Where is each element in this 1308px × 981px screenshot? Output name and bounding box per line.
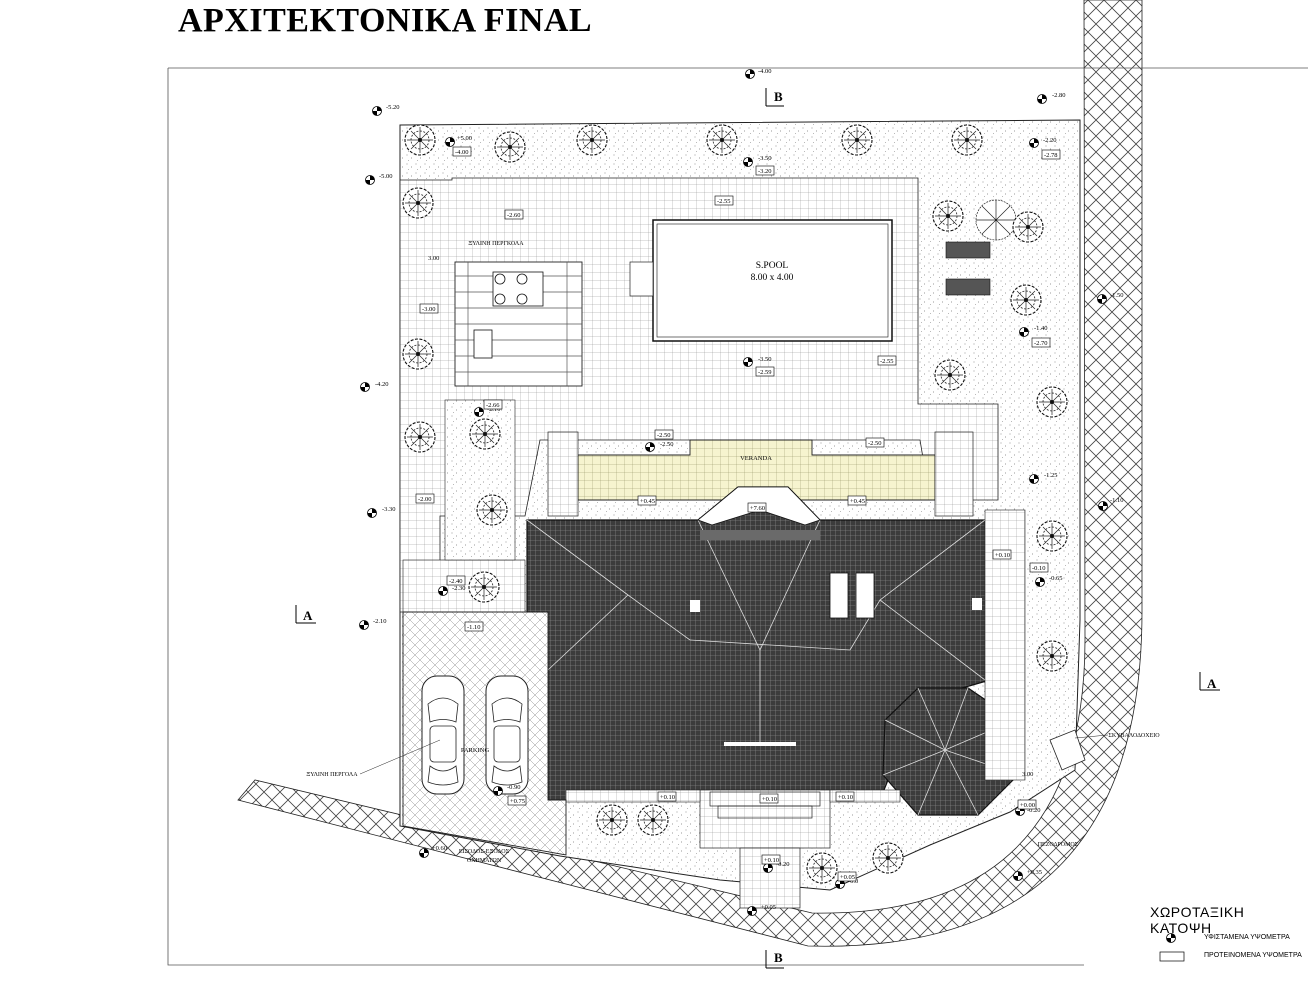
svg-text:-2.00: -2.00: [418, 496, 432, 503]
parking-label: PARKING: [461, 747, 490, 754]
svg-text:+0.10: +0.10: [764, 857, 779, 864]
svg-text:-3.50: -3.50: [758, 155, 772, 162]
legend-existing-label: ΥΦΙΣΤΑΜΕΝΑ ΥΨΟΜΕΤΡΑ: [1204, 934, 1290, 941]
svg-text:-3.30: -3.30: [382, 506, 396, 513]
svg-text:+7.60: +7.60: [750, 505, 765, 512]
svg-text:-3.20: -3.20: [758, 168, 772, 175]
svg-text:-2.55: -2.55: [717, 198, 731, 205]
svg-text:-2.10: -2.10: [487, 406, 501, 413]
svg-text:-0.90: -0.90: [507, 784, 521, 791]
pavement-hatch: [237, 0, 1143, 947]
drawing-title: ΑΡΧΙΤΕΚΤΟΝΙΚΑ FINAL: [178, 2, 593, 39]
entrance-label-2: ΟΧΗΜΑΤΩΝ: [467, 858, 502, 864]
bin-label: ΣΚΥΒΑΛΟΔΟΧΕΙΟ: [1108, 733, 1160, 739]
svg-text:3.00: 3.00: [428, 255, 439, 262]
bin: [1049, 729, 1086, 771]
svg-text:-2.66: -2.66: [486, 402, 500, 409]
svg-text:-2.55: -2.55: [880, 358, 894, 365]
svg-text:A: A: [303, 608, 313, 623]
svg-text:+0.10: +0.10: [660, 794, 675, 801]
svg-text:+0.60: +0.60: [432, 845, 447, 852]
svg-text:-1.50: -1.50: [1110, 292, 1124, 299]
svg-text:A: A: [1207, 676, 1217, 691]
legend-title: ΧΩΡΟΤΑΞΙΚΗ ΚΑΤΟΨΗ: [1150, 904, 1245, 936]
svg-text:-2.70: -2.70: [1034, 340, 1048, 347]
svg-text:-2.50: -2.50: [657, 432, 671, 439]
svg-text:+0.10: +0.10: [838, 794, 853, 801]
car-left: [421, 675, 465, 795]
svg-text:-2.30: -2.30: [452, 585, 466, 592]
car-right: [485, 675, 529, 795]
proposed-levels: -4.00 -3.20 -2.60 -2.55 -3.00 -2.78 -2.7…: [415, 146, 1061, 882]
svg-text:-1.10: -1.10: [1110, 497, 1124, 504]
svg-text:+0.45: +0.45: [850, 498, 865, 505]
svg-text:+0.10: +0.10: [995, 552, 1010, 559]
svg-text:-1.10: -1.10: [467, 624, 481, 631]
svg-text:-0.10: -0.10: [1032, 565, 1046, 572]
svg-text:-4.20: -4.20: [375, 381, 389, 388]
svg-text:-3.50: -3.50: [758, 356, 772, 363]
svg-text:-4.00: -4.00: [455, 149, 469, 156]
svg-text:3.00: 3.00: [1022, 771, 1033, 778]
section-marker-a-left: A: [295, 605, 316, 624]
svg-text:-2.80: -2.80: [1052, 92, 1066, 99]
svg-text:-2.60: -2.60: [507, 212, 521, 219]
svg-text:+0.05: +0.05: [761, 904, 776, 911]
section-marker-a-right: A: [1199, 672, 1220, 691]
legend-proposed-label: ΠΡΟΤΕΙΝΟΜΕΝΑ ΥΨΟΜΕΤΡΑ: [1204, 952, 1302, 959]
pool-label: S.POOL: [756, 261, 789, 271]
pavement-label: ΠΕΖΟΔΡΟΜΟΣ: [1038, 842, 1079, 848]
svg-text:-3.00: -3.00: [422, 306, 436, 313]
svg-text:+0.05: +0.05: [840, 874, 855, 881]
pergola-label-bottom: ΞΥΛΙΝΗ ΠΕΡΓΟΛΑ: [306, 772, 358, 778]
svg-text:-2.50: -2.50: [868, 440, 882, 447]
veranda-label: VERANDA: [740, 455, 772, 462]
svg-text:-2.10: -2.10: [373, 618, 387, 625]
section-marker-b-bottom: B: [765, 950, 784, 969]
svg-text:-2.20: -2.20: [1043, 137, 1057, 144]
svg-text:+0.75: +0.75: [510, 798, 525, 805]
svg-text:-4.00: -4.00: [758, 68, 772, 75]
svg-text:+5.00: +5.00: [457, 135, 472, 142]
svg-text:-0.65: -0.65: [1049, 575, 1063, 582]
svg-text:-0.20: -0.20: [776, 861, 790, 868]
svg-text:-0.0: -0.0: [848, 878, 858, 885]
svg-text:-2.40: -2.40: [449, 578, 463, 585]
section-marker-b-top: B: [765, 88, 784, 107]
existing-levels: -4.00 -5.20 -5.00 -2.80 -3.50 -4.20 -3.3…: [359, 68, 1124, 916]
entrance-label-1: ΕΙΣΟΔΟΣ-ΕΞΟΔΟΣ: [459, 849, 510, 855]
svg-text:+0.45: +0.45: [640, 498, 655, 505]
svg-text:-2.78: -2.78: [1044, 152, 1058, 159]
svg-text:B: B: [774, 950, 783, 965]
svg-text:+0.35: +0.35: [1027, 869, 1042, 876]
pool-size: 8.00 x 4.00: [751, 273, 794, 283]
svg-text:+0.00: +0.00: [1020, 802, 1035, 809]
svg-text:B: B: [774, 89, 783, 104]
svg-text:-0.20: -0.20: [1027, 807, 1041, 814]
svg-text:+0.10: +0.10: [762, 796, 777, 803]
legend-proposed-symbol: [1159, 951, 1185, 962]
svg-text:-2.59: -2.59: [758, 369, 772, 376]
svg-text:-1.25: -1.25: [1044, 472, 1058, 479]
svg-text:-5.00: -5.00: [379, 173, 393, 180]
svg-text:-1.40: -1.40: [1034, 325, 1048, 332]
svg-text:-2.50: -2.50: [660, 441, 674, 448]
veranda: [577, 439, 936, 501]
pergola-label-top: ΞΥΛΙΝΗ ΠΕΡΓΚΟΛΑ: [468, 241, 524, 247]
svg-text:-5.20: -5.20: [386, 104, 400, 111]
